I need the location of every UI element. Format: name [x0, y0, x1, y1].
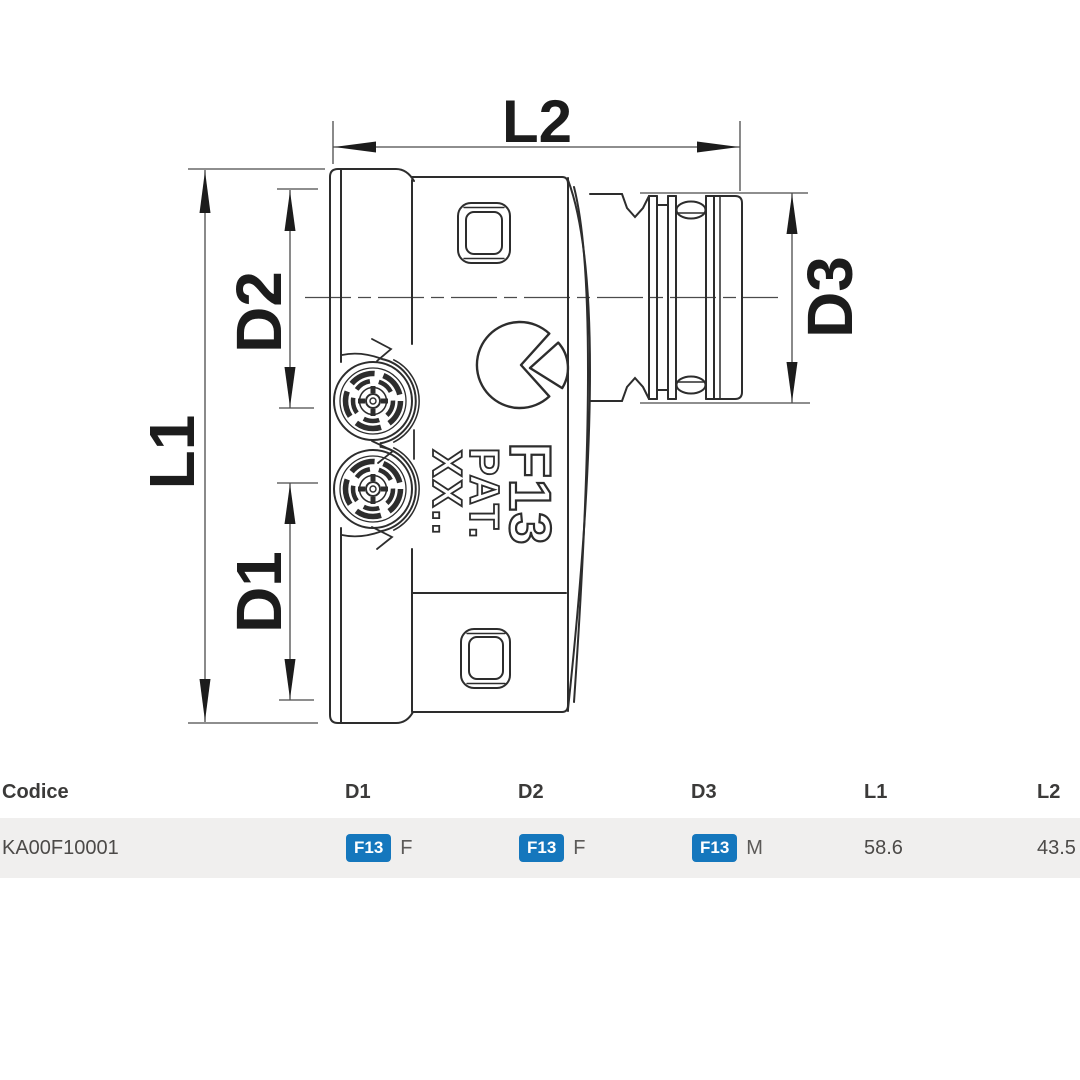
dim-label-d3: D3 [794, 256, 866, 338]
d2-gender: F [573, 836, 586, 859]
header-d1: D1 [345, 781, 371, 803]
cell-d3: F13 M [692, 818, 763, 878]
dim-label-l1: L1 [136, 415, 208, 490]
cell-l2: 43.5 [1037, 818, 1076, 878]
d3-gender: M [746, 836, 763, 859]
table-header: Codice D1 D2 D3 L1 L2 [0, 781, 1080, 807]
d3-series-badge: F13 [692, 834, 738, 862]
technical-drawing: F13 PAT. XX.. L2 L1 D2 D1 D3 [136, 88, 866, 724]
header-l1: L1 [864, 781, 888, 803]
dimension-arrows [199, 141, 798, 721]
table-row[interactable]: KA00F10001 F13 F F13 F F13 M 58.6 43.5 [0, 818, 1080, 878]
dim-label-d1: D1 [223, 551, 295, 633]
l2-value: 43.5 [1037, 836, 1076, 859]
l1-value: 58.6 [864, 836, 903, 859]
port-d1 [333, 445, 420, 533]
pat-marking: PAT. [461, 448, 508, 541]
dim-label-d2: D2 [223, 271, 295, 353]
port-d2 [333, 357, 420, 445]
dim-label-l2: L2 [502, 88, 572, 155]
header-d2: D2 [518, 781, 544, 803]
cell-l1: 58.6 [864, 818, 903, 878]
cell-d2: F13 F [519, 818, 586, 878]
d2-series-badge: F13 [519, 834, 565, 862]
header-codice: Codice [2, 781, 69, 803]
xx-marking: XX.. [424, 449, 471, 536]
cell-codice[interactable]: KA00F10001 [2, 818, 119, 878]
header-l2: L2 [1037, 781, 1061, 803]
brand-logo-icon [475, 320, 570, 410]
male-coupler [589, 193, 743, 402]
d1-gender: F [400, 836, 413, 859]
logo-text: F13 [497, 443, 562, 546]
part-outline [329, 168, 591, 724]
d1-series-badge: F13 [346, 834, 392, 862]
product-code[interactable]: KA00F10001 [2, 836, 119, 859]
cell-d1: F13 F [346, 818, 413, 878]
header-d3: D3 [691, 781, 717, 803]
